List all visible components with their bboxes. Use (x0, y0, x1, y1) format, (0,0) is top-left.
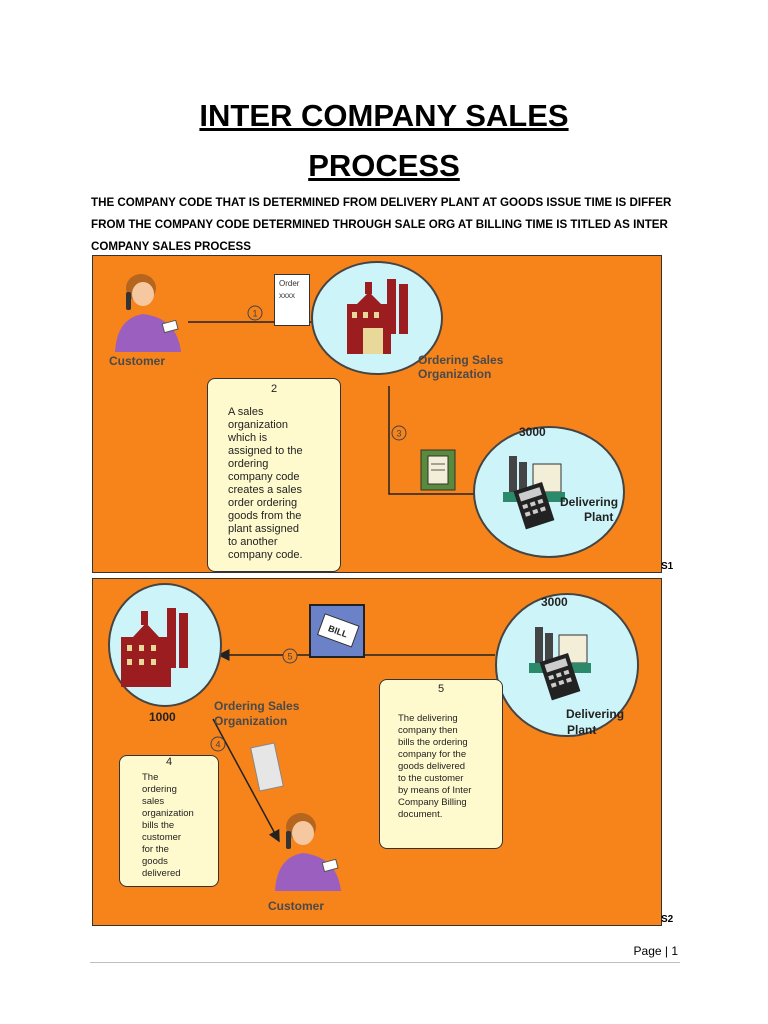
scroll-5-text-line: company then (398, 725, 458, 736)
step-3-number: 3 (396, 429, 401, 439)
step-1-number: 1 (252, 309, 257, 319)
delivering-code-label: 3000 (519, 425, 546, 439)
scroll-4-text-line: bills the (142, 820, 175, 831)
scroll-4-text-line: organization (142, 808, 194, 819)
customer-person-icon-2 (275, 813, 341, 891)
intro-line-3: COMPANY SALES PROCESS (91, 240, 251, 253)
ordering-org-label-line2: Organization (418, 367, 492, 381)
scroll-4-number: 4 (165, 756, 173, 768)
delivering-code-label-2: 3000 (541, 595, 568, 609)
order-doc-line1: Order (279, 279, 300, 288)
scroll-5-text-line: company for the (398, 749, 467, 760)
scroll-5-text-line: bills the ordering (398, 737, 468, 748)
order-document-icon: Order xxxx (274, 274, 310, 326)
invoice-paper-icon (250, 742, 284, 792)
scroll-4-text-line: goods (142, 856, 168, 867)
step-4-badge: 4 (210, 736, 226, 752)
delivering-plant-2-label-line1: Delivering (566, 707, 625, 721)
scroll-4-text-line: delivered (142, 868, 181, 879)
plant-calculator-icon (503, 456, 565, 530)
factory-icon-2 (121, 608, 188, 687)
step-1-badge: 1 (247, 305, 263, 321)
scroll-2-text-line: which is (228, 432, 268, 444)
delivery-document-icon (420, 449, 456, 491)
step-4-number: 4 (215, 740, 220, 750)
scroll-4-text-line: ordering (142, 784, 177, 795)
scroll-5-number: 5 (437, 683, 445, 695)
footer-divider (90, 962, 680, 963)
scroll-2-text-line: company code. (228, 549, 303, 561)
scroll-5-text-line: document. (398, 809, 443, 820)
scroll-2-number: 2 (270, 383, 278, 395)
customer-label-2: Customer (268, 899, 325, 913)
ordering-org-2-label-line2: Organization (214, 714, 288, 728)
plant-calculator-icon-2 (529, 627, 591, 701)
slide-label-s1: S1 (661, 561, 674, 572)
scroll-5-text-line: The delivering (398, 713, 458, 724)
delivering-plant-label-line1: Delivering (560, 495, 619, 509)
scroll-4-text-line: The (142, 772, 159, 783)
intro-paragraph: THE COMPANY CODE THAT IS DETERMINED FROM… (91, 192, 691, 258)
scroll-2-text-line: ordering (228, 458, 269, 470)
scroll-5-text-line: by means of Inter (398, 785, 472, 796)
scroll-4-text-line: sales (142, 796, 165, 807)
scroll-4-text-line: for the (142, 844, 169, 855)
scroll-2-text-line: plant assigned (228, 523, 299, 535)
ordering-org-2-label-line1: Ordering Sales (214, 699, 300, 713)
intro-line-1: THE COMPANY CODE THAT IS DETERMINED FROM… (91, 196, 672, 209)
page-title: INTER COMPANY SALES (199, 98, 569, 133)
step-3-badge: 3 (391, 425, 407, 441)
slide-label-s2: S2 (661, 914, 674, 925)
order-doc-line2: xxxx (279, 291, 295, 300)
step-5-badge: 5 (282, 648, 298, 664)
scroll-2-text-line: to another (228, 536, 278, 548)
ordering-org-label-line1: Ordering Sales (418, 353, 504, 367)
bill-icon: BILL (309, 604, 365, 658)
scroll-2-text-line: company code (228, 471, 300, 483)
scroll-5-text-line: Company Billing (398, 797, 467, 808)
delivering-plant-label-line2: Plant (584, 510, 614, 524)
diagram-panel-1: Customer Order xxxx 1 Ordering Sales Org… (92, 255, 662, 573)
scroll-5-text-line: goods delivered (398, 761, 466, 772)
customer-person-icon (115, 274, 181, 352)
diagram-panel-2: 1000 Ordering Sales Organization BILL 5 … (92, 578, 662, 926)
page-number: Page | 1 (633, 944, 678, 958)
scroll-4-text-line: customer (142, 832, 182, 843)
scroll-2-text-line: A sales (228, 406, 264, 418)
delivering-plant-2-label-line2: Plant (567, 723, 597, 737)
scroll-5-text-line: to the customer (398, 773, 464, 784)
scroll-2-text-line: order ordering (228, 497, 298, 509)
intro-line-2: FROM THE COMPANY CODE DETERMINED THROUGH… (91, 218, 668, 231)
page-title-line2: PROCESS (308, 148, 460, 183)
scroll-2-text-line: goods from the (228, 510, 302, 522)
ordering-code-label: 1000 (149, 710, 176, 724)
customer-label: Customer (109, 354, 166, 368)
scroll-2-text-line: assigned to the (228, 445, 303, 457)
scroll-2-text-line: creates a sales (228, 484, 302, 496)
factory-icon (347, 279, 408, 354)
scroll-2-text-line: organization (228, 419, 288, 431)
step-5-number: 5 (287, 652, 292, 662)
